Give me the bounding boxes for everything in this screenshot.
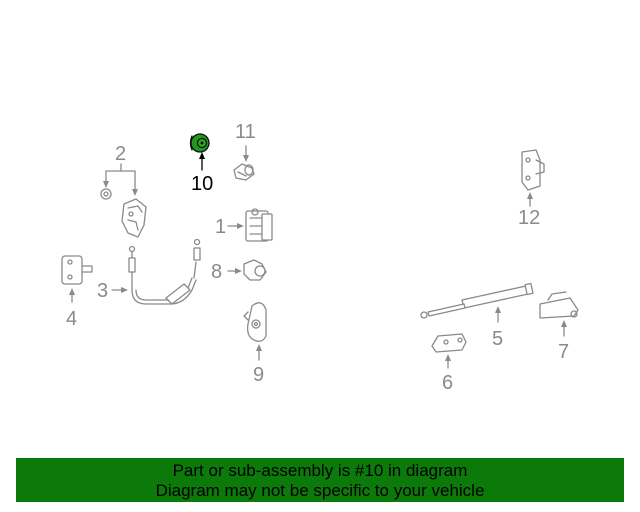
callout-2: 2 — [115, 143, 127, 165]
part-10-arrow — [199, 152, 205, 171]
part-1-lock-actuator[interactable] — [245, 208, 273, 242]
part-12-arrow — [527, 192, 533, 207]
part-6-arrow — [445, 354, 451, 369]
part-5-arrow — [495, 306, 501, 323]
callout-4: 4 — [66, 308, 78, 330]
part-3-cable[interactable] — [128, 238, 201, 305]
part-5-gas-strut[interactable] — [420, 282, 534, 319]
callout-10: 10 — [191, 173, 214, 195]
part-2-leader — [103, 163, 138, 196]
callout-1: 1 — [215, 216, 227, 238]
part-9-door-lock[interactable] — [243, 302, 267, 342]
part-8-arrow — [227, 268, 242, 274]
part-1-arrow — [227, 223, 244, 229]
callout-3: 3 — [97, 280, 109, 302]
part-12-hinge[interactable] — [521, 149, 545, 191]
callout-6: 6 — [442, 372, 454, 394]
part-8-bumper[interactable] — [243, 259, 267, 281]
part-4-arrow — [69, 288, 75, 303]
callout-12: 12 — [518, 207, 541, 229]
part-11-clip[interactable] — [233, 163, 255, 181]
footer-line-1: Part or sub-assembly is #10 in diagram — [172, 461, 468, 480]
footer-line-2: Diagram may not be specific to your vehi… — [155, 481, 485, 500]
part-10-grommet[interactable] — [189, 133, 210, 153]
part-2-inside-handle[interactable] — [121, 198, 147, 238]
part-2-small-washer[interactable] — [100, 188, 112, 200]
part-6-bracket[interactable] — [431, 333, 467, 353]
callout-8: 8 — [211, 261, 223, 283]
callout-11: 11 — [235, 121, 256, 143]
footer-banner: Part or sub-assembly is #10 in diagram D… — [16, 458, 624, 502]
part-9-arrow — [256, 344, 262, 361]
callout-5: 5 — [492, 328, 504, 350]
callout-7: 7 — [558, 341, 570, 363]
part-4-striker[interactable] — [61, 255, 93, 285]
part-3-arrow — [111, 287, 128, 293]
callout-9: 9 — [253, 364, 265, 386]
part-7-bracket[interactable] — [539, 291, 579, 319]
part-7-arrow — [561, 320, 567, 337]
part-11-arrow — [243, 145, 249, 162]
